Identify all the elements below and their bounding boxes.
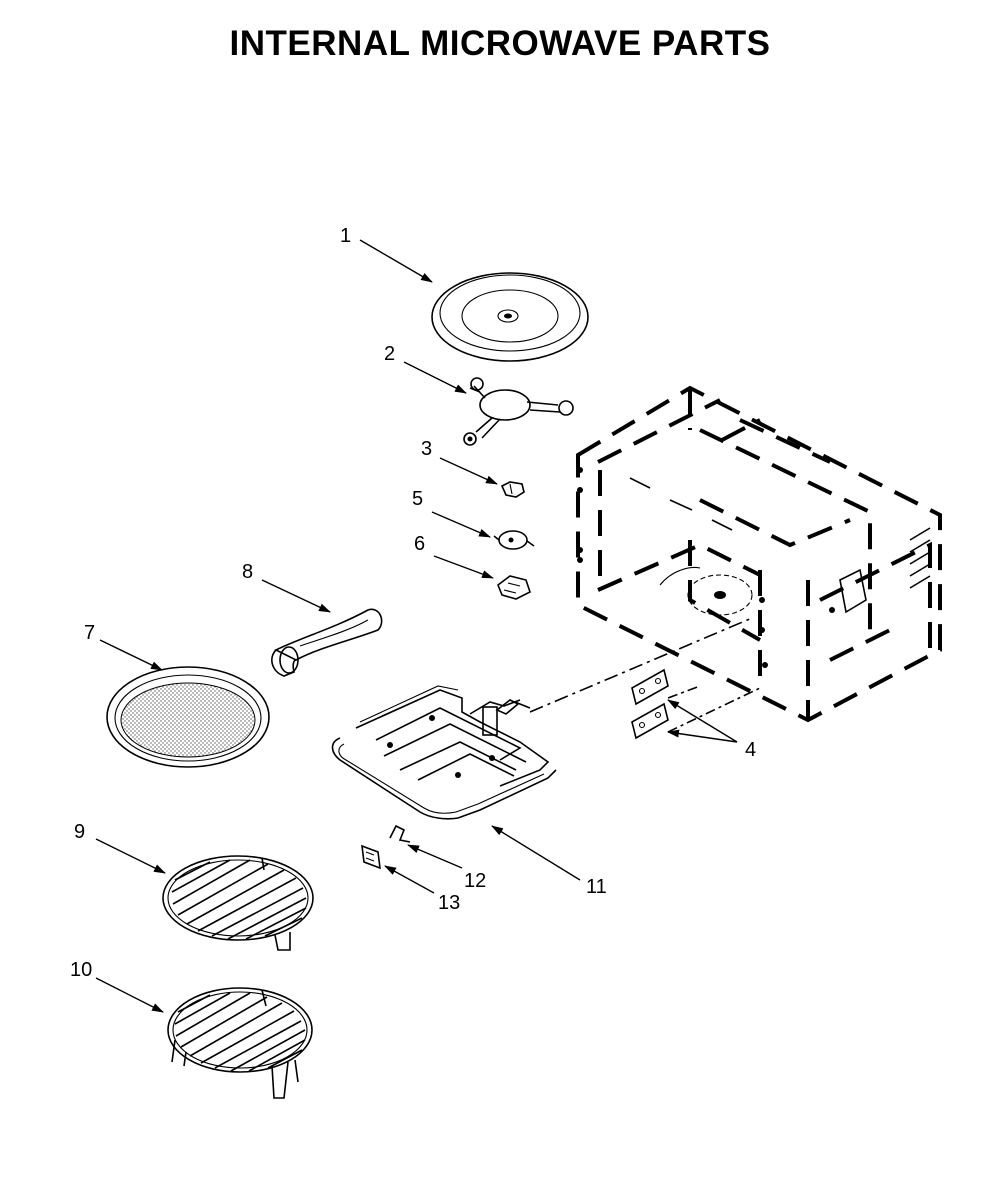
waveguide-cover-bottom — [631, 702, 669, 740]
callout-7: 7 — [84, 622, 95, 644]
turntable-tray — [431, 272, 589, 362]
coupler-part — [500, 481, 525, 498]
callout-11: 11 — [586, 876, 607, 898]
callout-13: 13 — [438, 892, 460, 914]
oven-cavity — [576, 385, 942, 723]
callout-6: 6 — [414, 533, 425, 555]
callout-1: 1 — [340, 225, 351, 247]
callout-2: 2 — [384, 343, 395, 365]
callout-12: 12 — [464, 870, 486, 892]
callout-10: 10 — [70, 959, 92, 981]
high-rack — [167, 987, 313, 1099]
leader-arrows — [95, 239, 738, 1013]
switch-part — [497, 575, 531, 600]
heating-element — [331, 685, 557, 820]
motor-part — [493, 530, 535, 550]
waveguide-cover-top — [631, 668, 669, 706]
callout-9: 9 — [74, 821, 85, 843]
bracket-part — [389, 824, 411, 843]
callout-8: 8 — [242, 561, 253, 583]
roller-support — [463, 377, 574, 446]
alignment-lines — [529, 617, 761, 733]
callout-3: 3 — [421, 438, 432, 460]
clip-part — [361, 844, 381, 870]
crisper-pan — [106, 666, 270, 768]
callout-5: 5 — [412, 488, 423, 510]
page-title: INTERNAL MICROWAVE PARTS — [229, 24, 771, 63]
handle-part — [271, 608, 383, 677]
low-rack — [162, 855, 314, 951]
callout-4: 4 — [745, 739, 756, 761]
